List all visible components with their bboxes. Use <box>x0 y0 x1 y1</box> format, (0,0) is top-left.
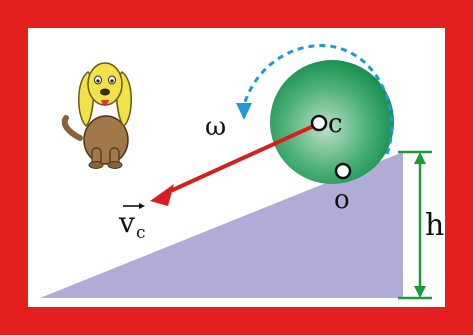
center-point <box>310 114 328 132</box>
rolling-ball <box>270 60 394 184</box>
contact-point <box>334 162 352 180</box>
vector-bar-head <box>139 203 145 209</box>
velocity-label: v <box>118 206 135 239</box>
omega-label: ω <box>205 112 226 142</box>
height-label: h <box>425 208 444 243</box>
velocity-subscript: c <box>136 223 146 243</box>
rotation-arrowhead <box>236 103 252 120</box>
velocity-arrowhead <box>150 184 174 206</box>
velocity-arrow-shaft <box>165 122 319 195</box>
incline-plane <box>40 152 403 298</box>
height-marker <box>398 150 432 300</box>
dog-icon <box>61 62 132 169</box>
contact-label: o <box>334 185 350 215</box>
center-label: c <box>328 109 343 139</box>
rotation-arc <box>242 44 394 155</box>
